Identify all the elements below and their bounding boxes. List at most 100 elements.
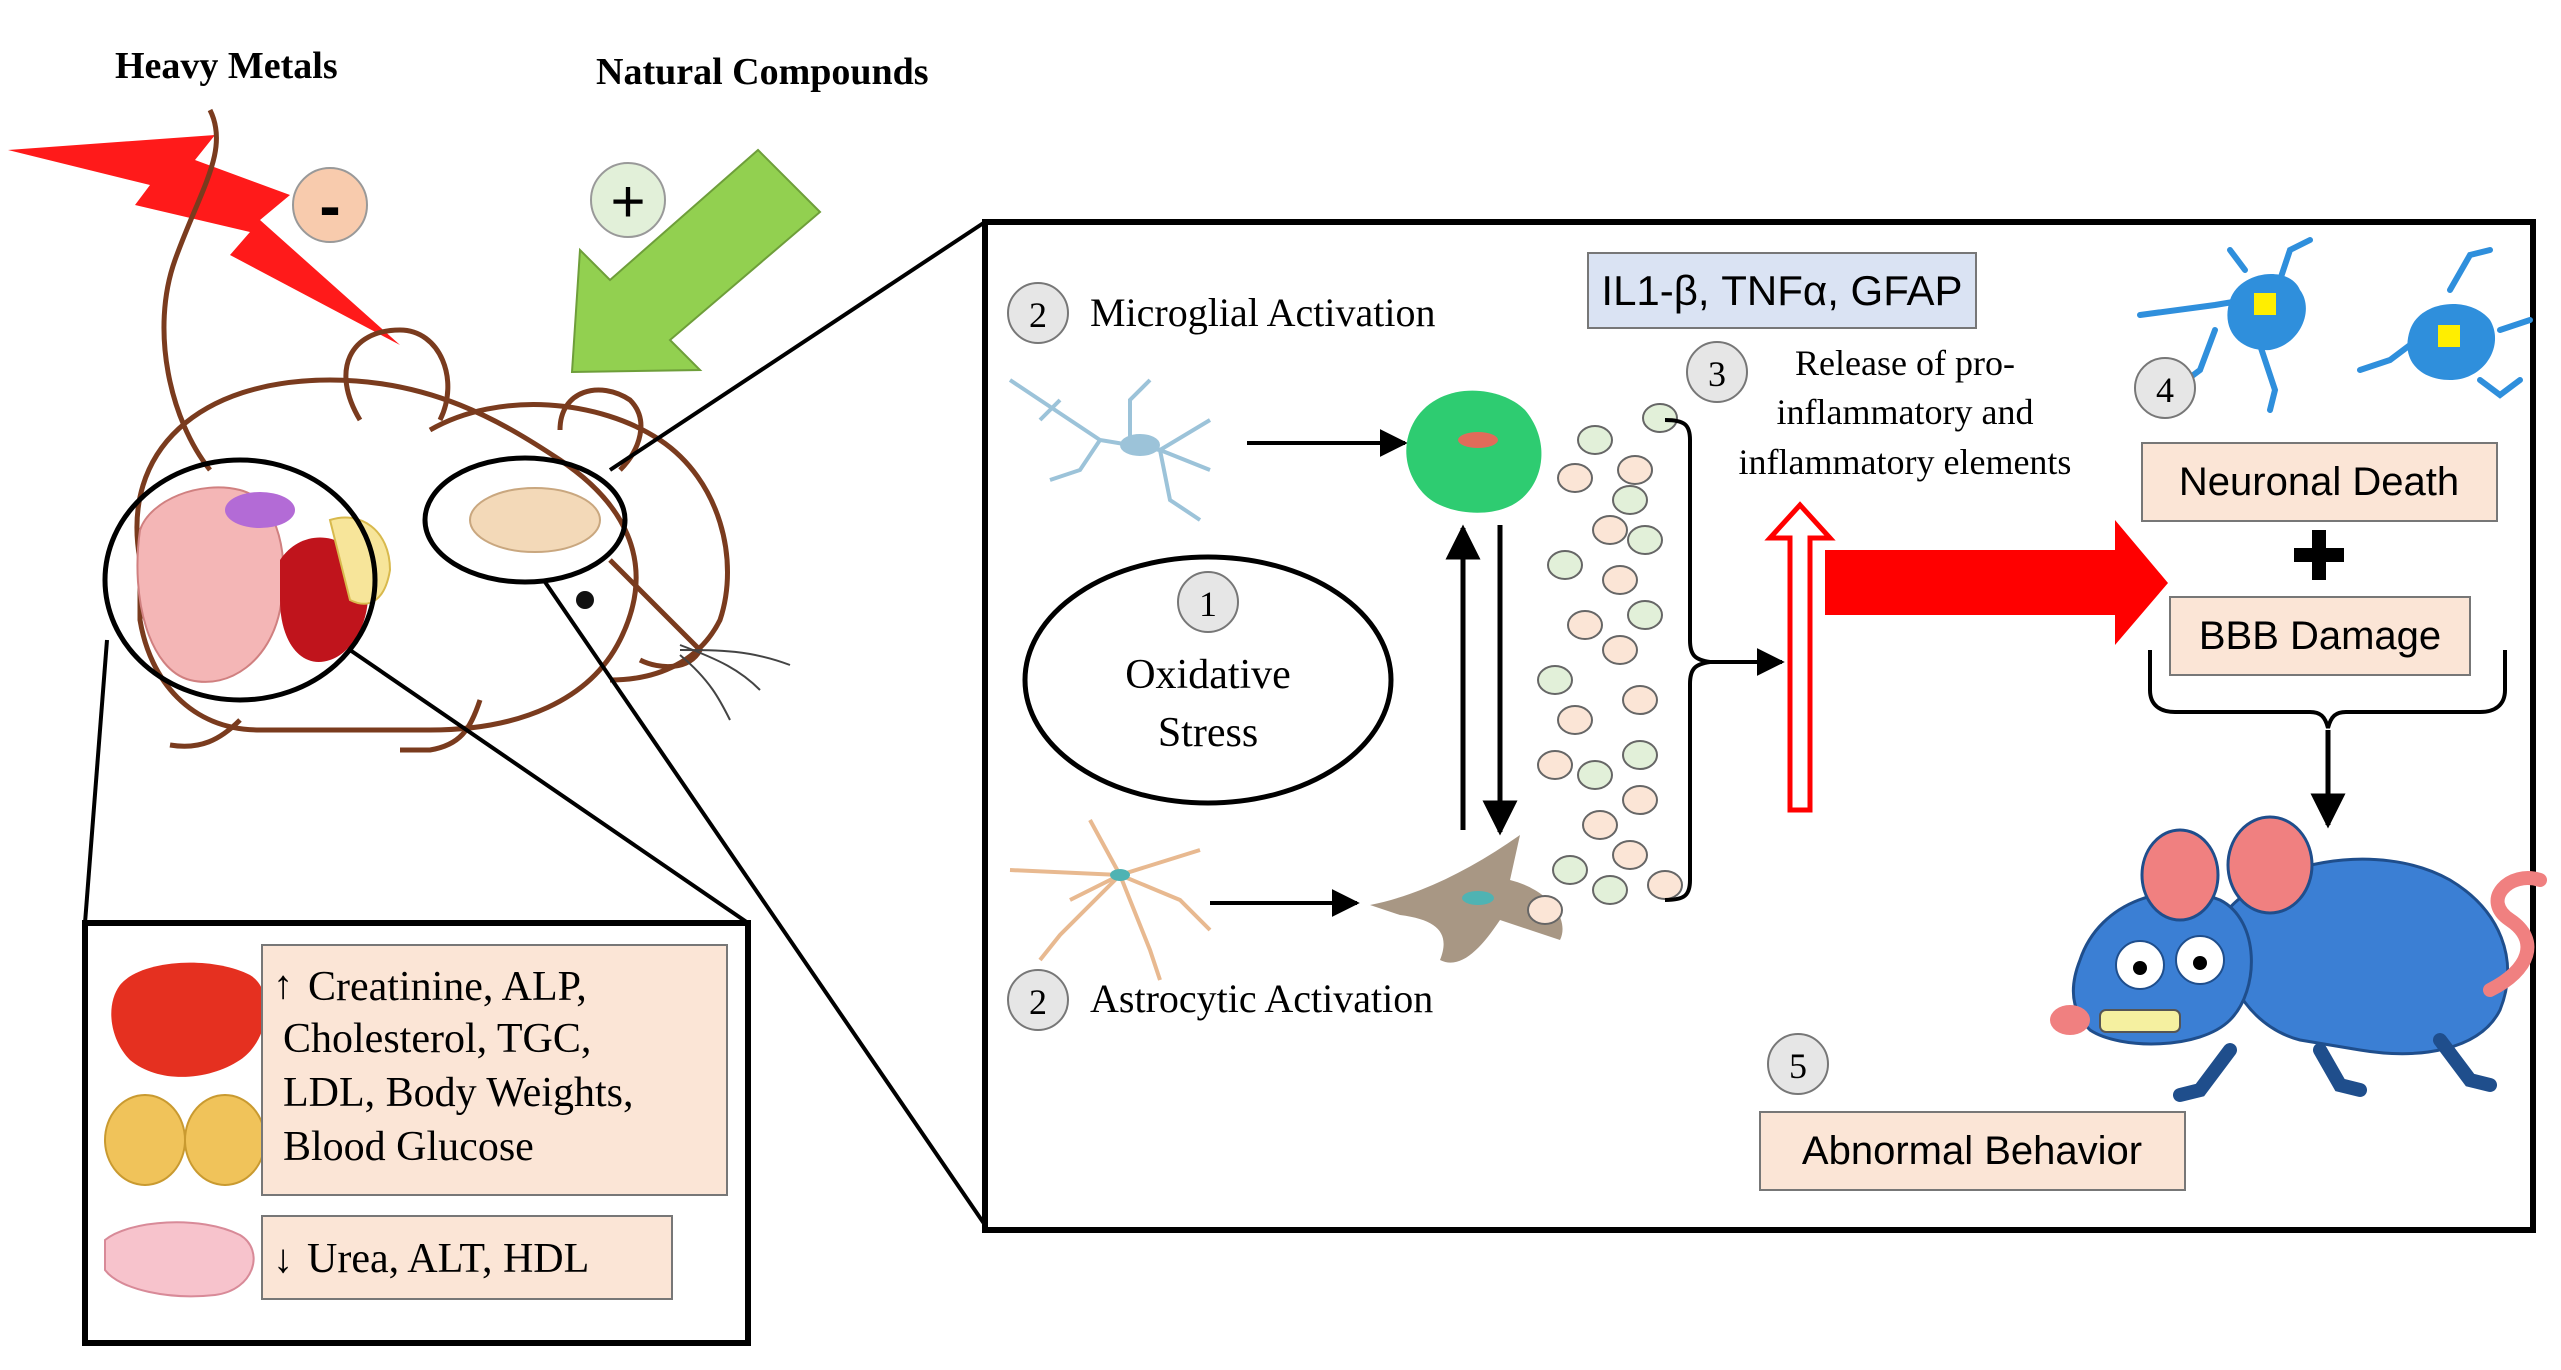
pancreas-icon [104,1221,255,1298]
step-4-number: 4 [2156,370,2174,410]
element-circle [1647,870,1683,900]
step-2-astrocyte-badge [1007,969,1069,1031]
activated-microglia-icon [1406,390,1542,513]
element-circle [1642,403,1678,433]
zoom-line-organs-right [348,648,750,925]
element-circle [1567,610,1603,640]
mouse-illustration [134,108,730,753]
mouse-leg-front [400,699,483,753]
element-circle [1547,550,1583,580]
neuronal-death-box [2141,442,2498,522]
green-arrow-icon [570,148,822,374]
distressed-rat-icon [2050,815,2547,1102]
brain-icon [469,487,601,553]
decreased-arrow-text: ↓ [273,1236,293,1281]
astrocytic-activation-label: Astrocytic Activation [1090,976,1433,1021]
red-right-arrow [1825,520,2168,645]
kidney-icon [104,1094,266,1186]
plus-icon [2294,530,2344,580]
step-3-number: 3 [1708,354,1726,394]
minus-circle-icon [292,167,368,243]
plus-circle-icon [590,162,666,238]
element-circle [1592,515,1628,545]
mouse-head [428,402,730,683]
step-1-badge [1177,571,1239,633]
activated-astrocyte-icon [1370,835,1563,963]
hollow-red-up-arrow [1764,501,1836,813]
mouse-ear-left [343,327,451,422]
element-circle [1612,840,1648,870]
step-5-number: 5 [1789,1046,1807,1086]
minus-sign: - [319,170,340,242]
organs-magnifier [102,457,392,703]
oxidative-stress-ellipse [1022,554,1394,806]
decreased-markers-text: Urea, ALT, HDL [307,1236,589,1282]
brain-lens [422,455,628,585]
element-circle [1582,810,1618,840]
element-circle [1557,463,1593,493]
organs-lens [102,457,378,703]
element-circle [1577,425,1613,455]
element-circle [1527,895,1563,925]
element-circle [1552,855,1588,885]
mouse-eye [576,591,594,609]
zoom-line-brain-top [608,220,987,472]
brain-magnifier [422,455,628,585]
element-circle [1602,635,1638,665]
increased-markers-line-1: Creatinine, ALP, [308,964,587,1010]
abnormal-behavior-box [1759,1111,2186,1191]
element-circle [1592,875,1628,905]
internal-organs-icon [136,486,392,683]
resting-microglia-icon [1008,378,1212,522]
biochemistry-panel: ↑ Creatinine, ALP, Cholesterol, TGC, LDL… [82,920,751,1346]
mouse-whiskers [679,644,791,721]
increased-arrow-text: ↑ [273,962,293,1007]
bbb-damage-label: BBB Damage [2199,614,2441,658]
cytokine-label: IL1-β, TNFα, GFAP [1601,267,1962,314]
element-circle [1537,665,1573,695]
element-circle [1622,685,1658,715]
mouse-snout [608,558,704,670]
minus-badge: - [292,167,368,243]
neuronal-death-label: Neuronal Death [2179,460,2459,504]
step-4-badge [2134,357,2196,419]
lightning-bolt-icon [8,135,400,345]
resting-astrocyte-icon [1009,819,1212,981]
increased-markers-line-4: Blood Glucose [283,1124,534,1170]
release-label-line-1: Release of pro- [1795,343,2015,383]
increased-markers-line-2: Cholesterol, TGC, [283,1016,591,1062]
natural-compounds-title: Natural Compounds [596,51,929,93]
dying-neuron-icon [2137,237,2533,413]
step-2-microglia-number: 2 [1029,295,1047,335]
outcomes-brace [2148,650,2507,729]
element-circle [1537,750,1573,780]
mouse-ear-right [557,387,644,472]
mouse-tail [161,108,220,472]
zoom-line-organs-left [83,639,109,924]
decreased-markers-box [261,1215,673,1300]
release-label-line-2: inflammatory and [1777,392,2034,432]
abnormal-behavior-label: Abnormal Behavior [1802,1129,2142,1173]
element-circle [1602,565,1638,595]
microglial-activation-label: Microglial Activation [1090,290,1436,335]
element-circle [1627,525,1663,555]
cytokine-box [1587,252,1977,329]
element-circle [1612,485,1648,515]
plus-sign: + [610,168,645,235]
element-circle [1627,600,1663,630]
bbb-damage-box [2169,596,2471,676]
step-5-badge [1767,1033,1829,1095]
step-3-badge [1686,341,1748,403]
released-elements-cluster [1527,403,1683,925]
element-circle [1622,740,1658,770]
stress-label: Stress [1158,710,1258,756]
step-2-microglia-badge [1007,282,1069,344]
zoom-line-brain-bottom [543,580,987,1227]
heavy-metals-title: Heavy Metals [115,45,338,87]
liver-icon [111,962,267,1077]
increased-markers-line-3: LDL, Body Weights, [283,1070,634,1116]
element-circle [1557,705,1593,735]
element-circle [1577,760,1613,790]
step-2-astrocyte-number: 2 [1029,982,1047,1022]
